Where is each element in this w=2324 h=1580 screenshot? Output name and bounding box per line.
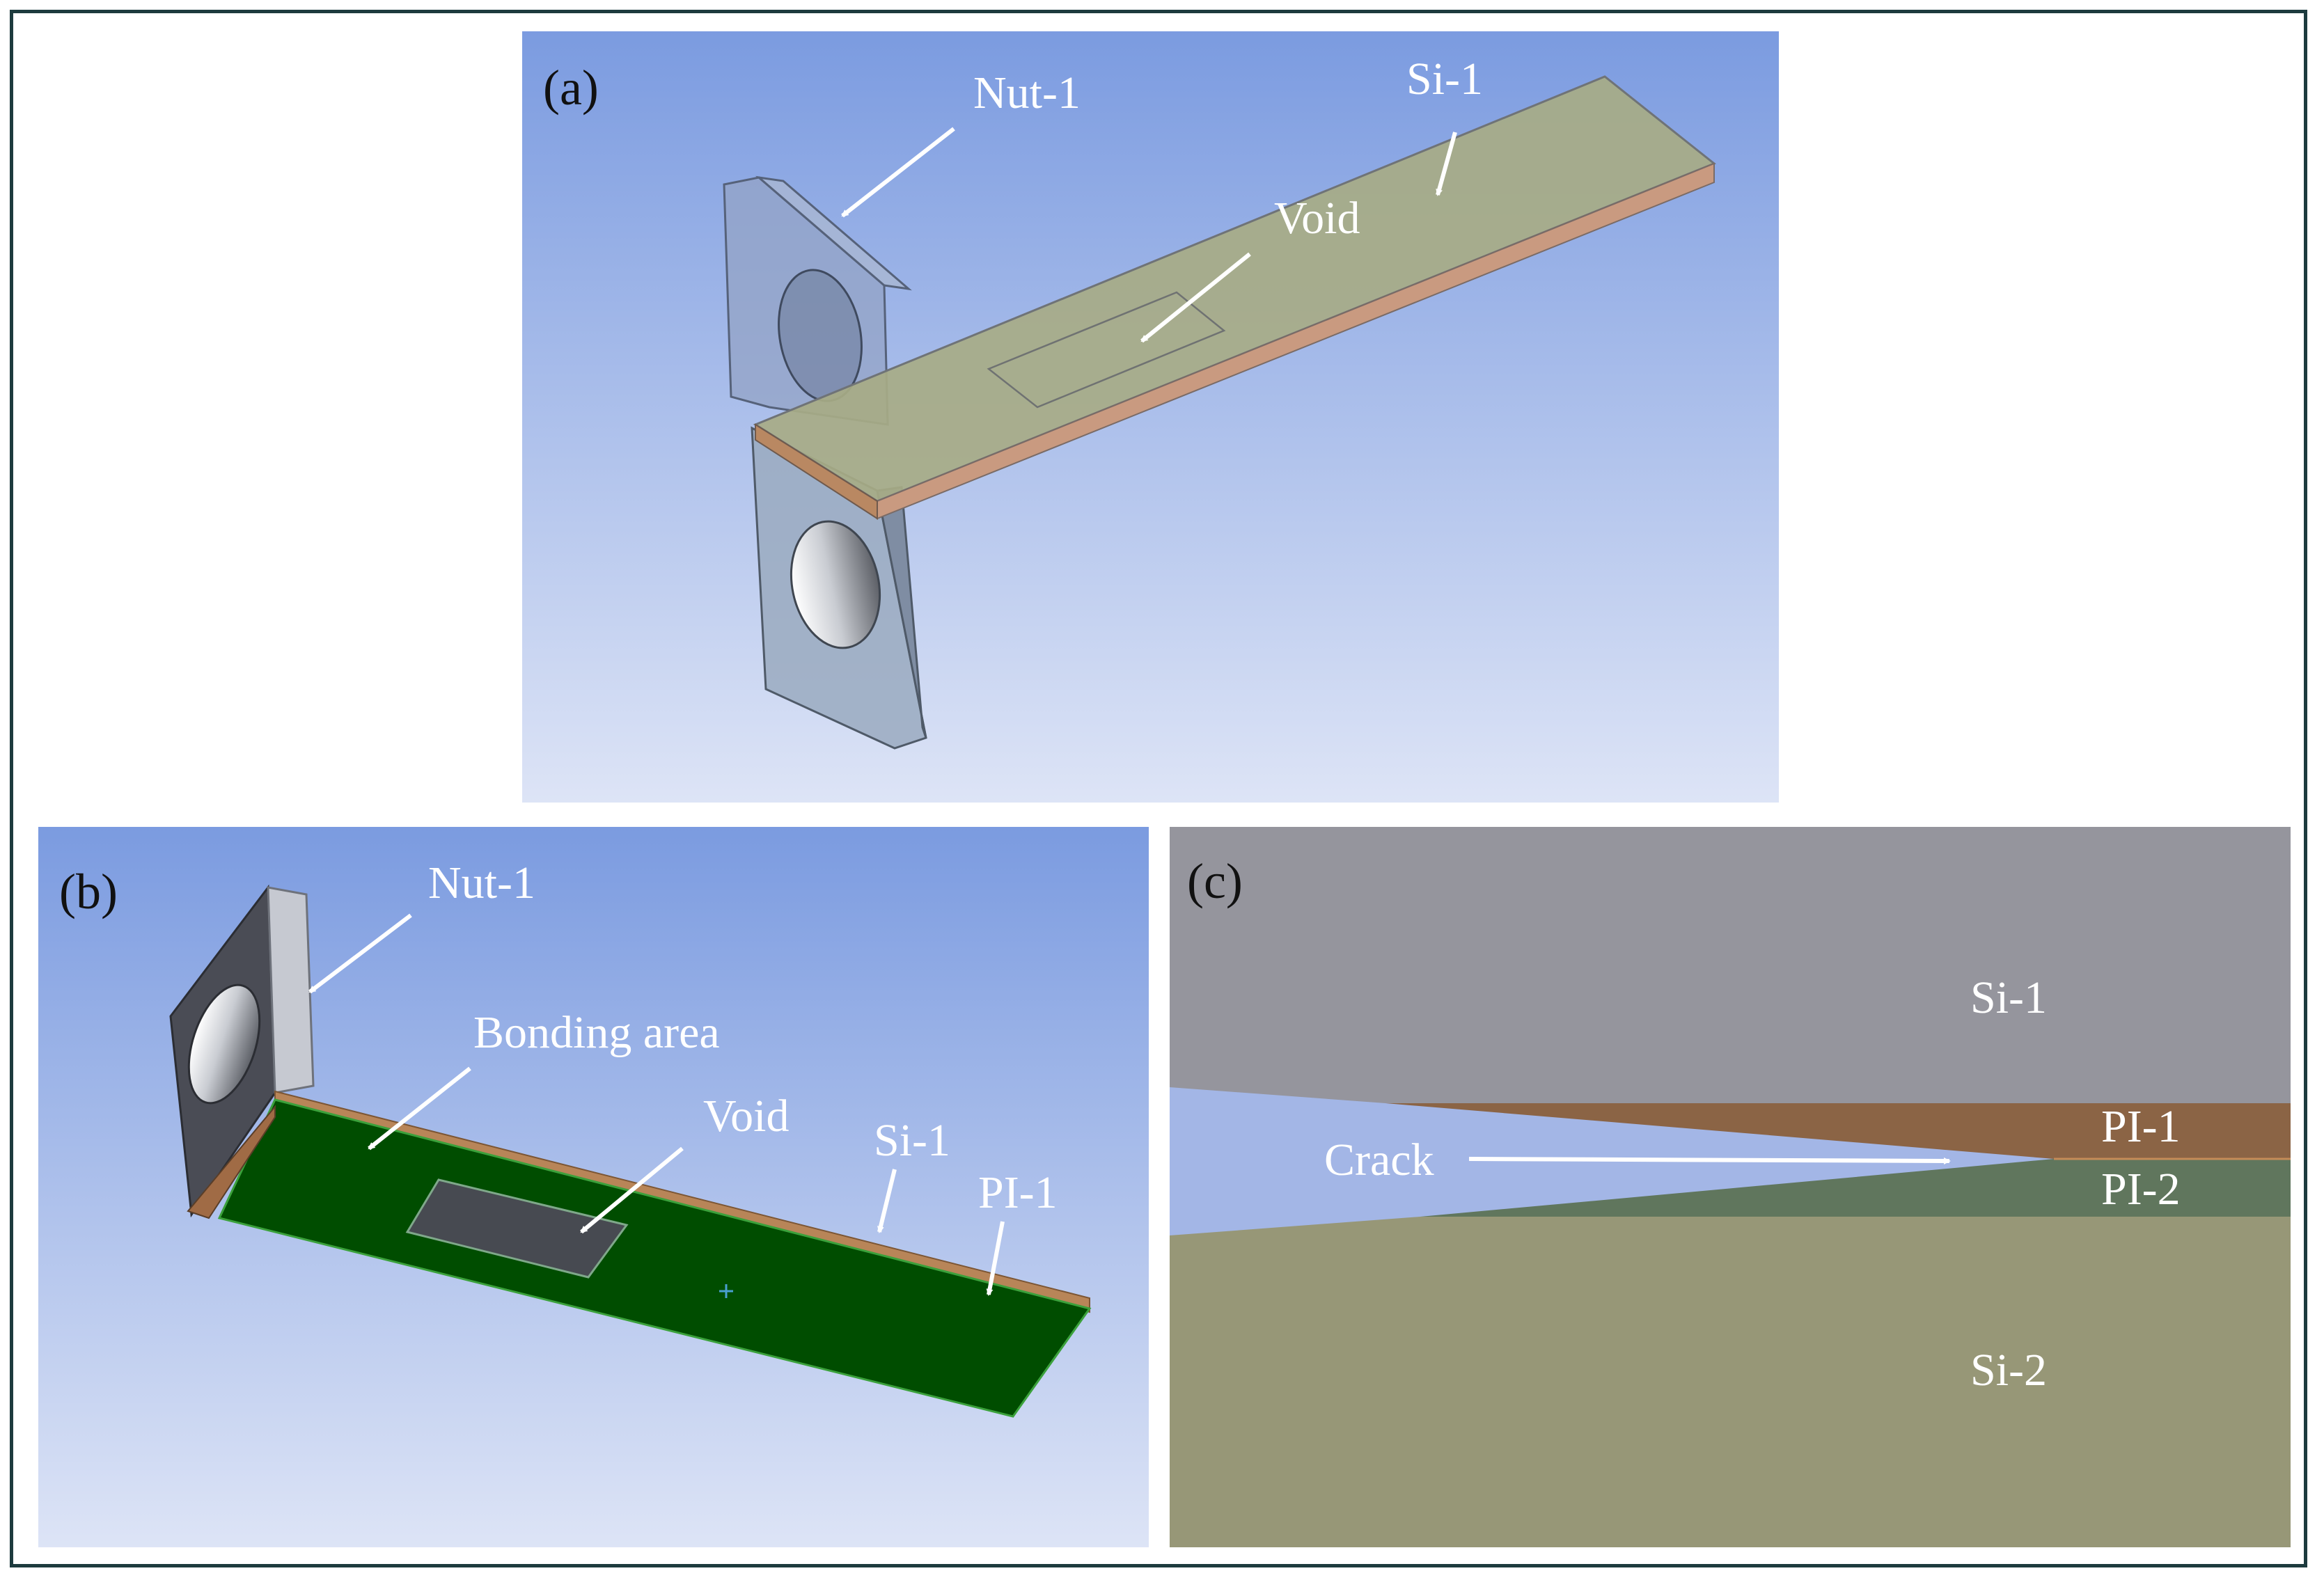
nut-1-lower <box>751 426 927 750</box>
arrow-icon <box>368 1066 471 1151</box>
label-crack: Crack <box>1324 1135 1434 1185</box>
panel-c-tag: (c) <box>1187 853 1243 909</box>
arrow-icon <box>841 127 955 218</box>
label-pi-1: PI-1 <box>2101 1101 2181 1152</box>
panel-c: (c) Si-1 PI-1 Crack PI-2 Si-2 <box>1170 827 2291 1547</box>
panel-a-tag: (a) <box>543 60 599 116</box>
center-cross-icon <box>719 1284 733 1298</box>
arrow-icon <box>986 1221 1005 1296</box>
label-si-1: Si-1 <box>1406 54 1483 104</box>
nut-1 <box>169 884 315 1218</box>
label-si-2: Si-2 <box>1970 1345 2047 1396</box>
panel-b: (b) Nut-1 Bonding area Void Si-1 PI-1 <box>38 827 1149 1547</box>
arrow-icon <box>877 1169 897 1233</box>
label-pi-2: PI-2 <box>2101 1164 2181 1215</box>
panel-b-tag: (b) <box>59 864 118 919</box>
figure-frame <box>10 10 2307 1567</box>
label-nut-1: Nut-1 <box>973 68 1081 118</box>
void-region <box>987 291 1226 409</box>
layer-pi-1 <box>1385 1103 2291 1159</box>
bonding-beam <box>187 1090 1092 1418</box>
layer-si-2 <box>1170 1217 2291 1547</box>
label-pi-1: PI-1 <box>978 1167 1058 1218</box>
nut-hole-icon <box>187 983 261 1105</box>
void-region <box>405 1178 629 1279</box>
panel-a: (a) Nut-1 Si-1 Void <box>522 31 1779 803</box>
layer-pi-2 <box>1420 1159 2291 1217</box>
arrow-icon <box>580 1146 684 1234</box>
arrow-icon <box>308 913 412 994</box>
label-nut-1: Nut-1 <box>428 858 535 908</box>
si-1-beam <box>753 75 1716 520</box>
arrow-icon <box>1436 132 1457 196</box>
arrow-icon <box>1468 1157 1951 1164</box>
label-void: Void <box>703 1091 790 1141</box>
label-bonding-area: Bonding area <box>473 1007 720 1058</box>
label-si-1: Si-1 <box>874 1115 950 1166</box>
layer-si-1 <box>1170 827 2291 1103</box>
arrow-icon <box>1140 252 1251 343</box>
label-si-1: Si-1 <box>1970 972 2047 1023</box>
label-void: Void <box>1274 193 1360 244</box>
nut-hole-icon <box>790 520 881 649</box>
